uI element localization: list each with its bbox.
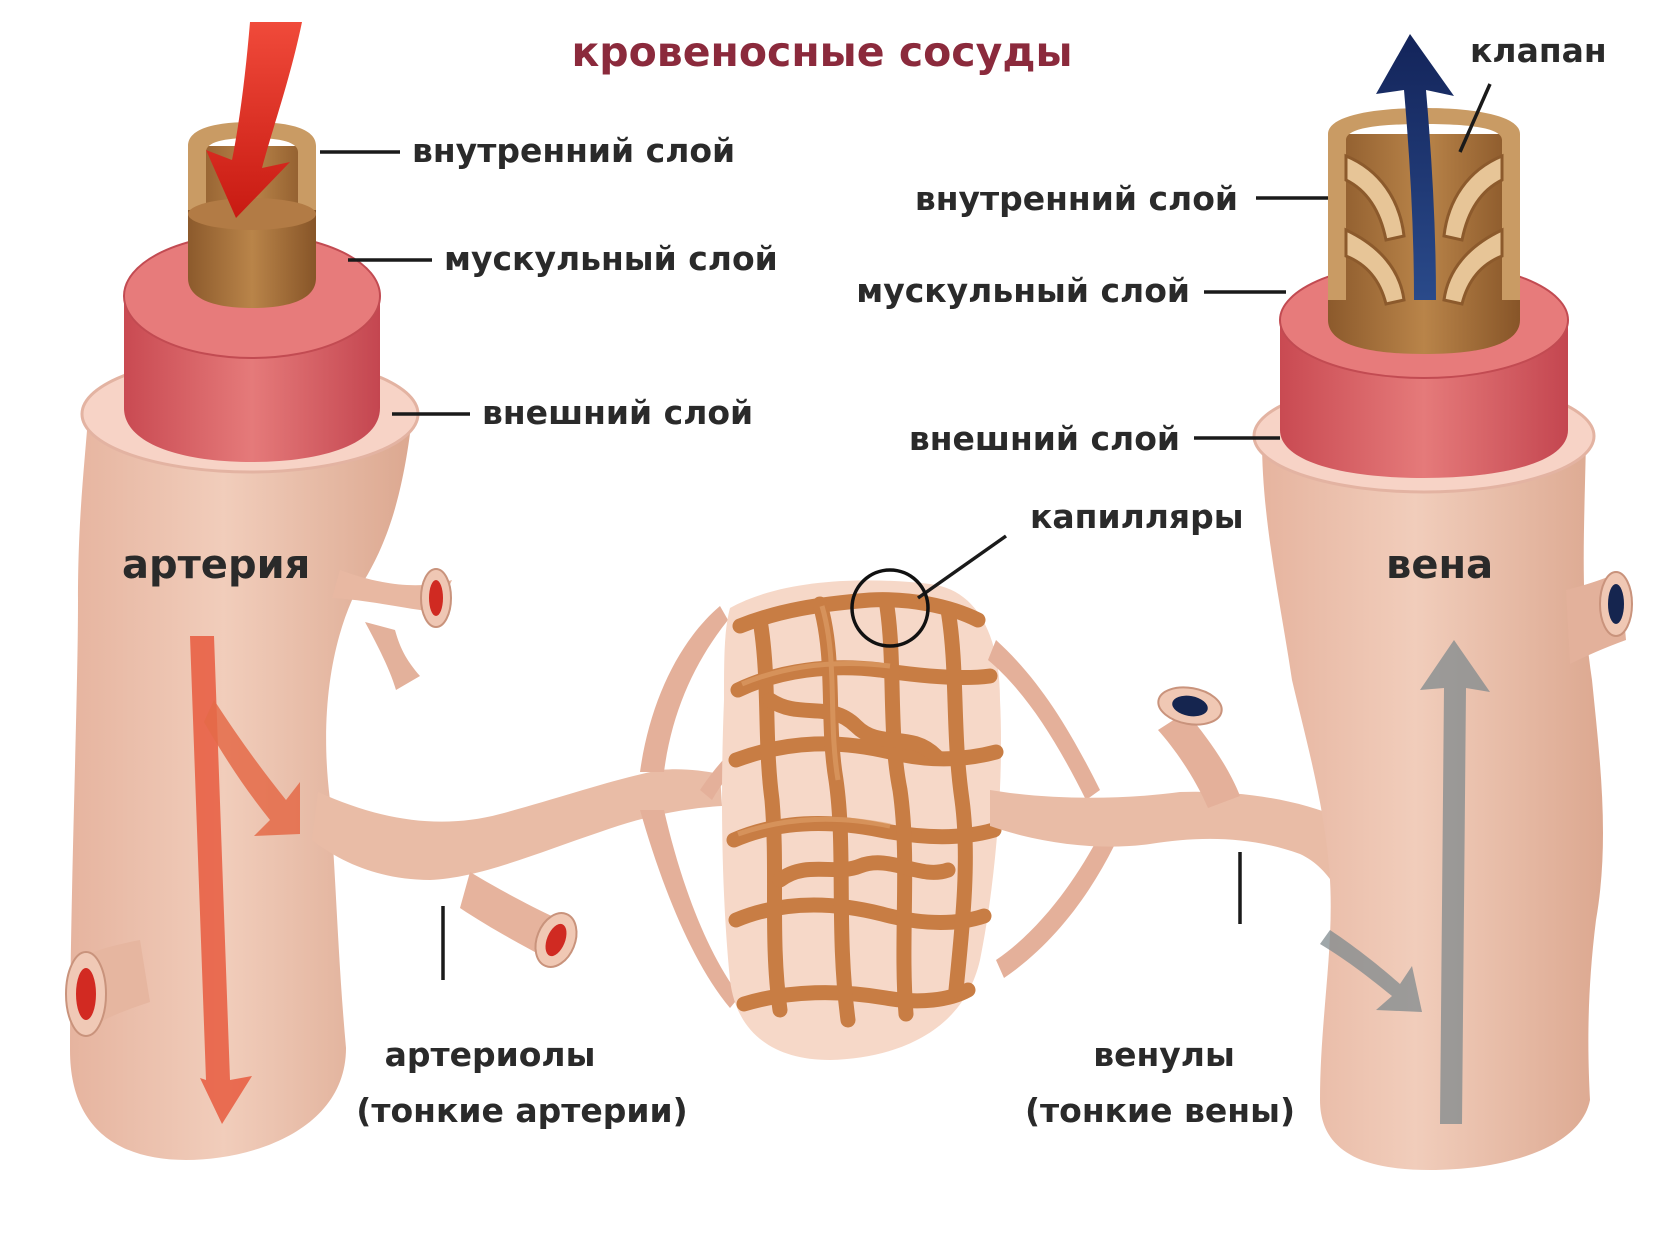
venules-label: венулы <box>1093 1035 1235 1074</box>
vein-muscle-layer-label: мускульный слой <box>856 271 1190 310</box>
artery-inner-layer-label: внутренний слой <box>412 131 735 170</box>
arteriole-offshoot <box>460 872 556 958</box>
venule <box>990 790 1390 944</box>
venules-sublabel: (тонкие вены) <box>1025 1091 1295 1130</box>
vein-flow-arrow <box>1420 640 1490 1124</box>
vein <box>1252 34 1633 1170</box>
artery-muscle-layer-label: мускульный слой <box>444 239 778 278</box>
arterioles-sublabel: (тонкие артерии) <box>356 1091 687 1130</box>
artery-trunk <box>70 418 412 1160</box>
vein-inner-layer-label: внутренний слой <box>915 179 1238 218</box>
venule-flow-arrow <box>1320 930 1422 1012</box>
artery-label: артерия <box>122 542 310 588</box>
artery-outer-layer-label: внешний слой <box>482 393 753 432</box>
capillary-network <box>726 592 1004 1028</box>
artery-branch-flow-arrow <box>204 700 300 836</box>
leader-lines <box>320 83 1492 980</box>
microcirculation <box>312 580 1390 1060</box>
vein-valve-label: клапан <box>1470 31 1607 70</box>
vein-label: вена <box>1386 542 1493 588</box>
vein-valve <box>1344 153 1504 242</box>
vein-trunk <box>1262 440 1604 1170</box>
artery-flow-arrow <box>190 636 252 1124</box>
arterioles-label: артериолы <box>385 1035 596 1074</box>
capillaries-label: капилляры <box>1030 497 1244 536</box>
vein-outflow-arrow <box>1376 34 1454 300</box>
capillary-highlight-circle <box>850 568 930 648</box>
arteriole <box>312 769 722 880</box>
artery-inflow-arrow <box>206 22 302 218</box>
venule-offshoot <box>1158 712 1240 808</box>
artery <box>65 22 452 1160</box>
labels: кровеносные сосуды внутренний слой муску… <box>122 28 1607 1130</box>
diagram-title: кровеносные сосуды <box>571 28 1072 76</box>
vein-outer-layer-label: внешний слой <box>909 419 1180 458</box>
